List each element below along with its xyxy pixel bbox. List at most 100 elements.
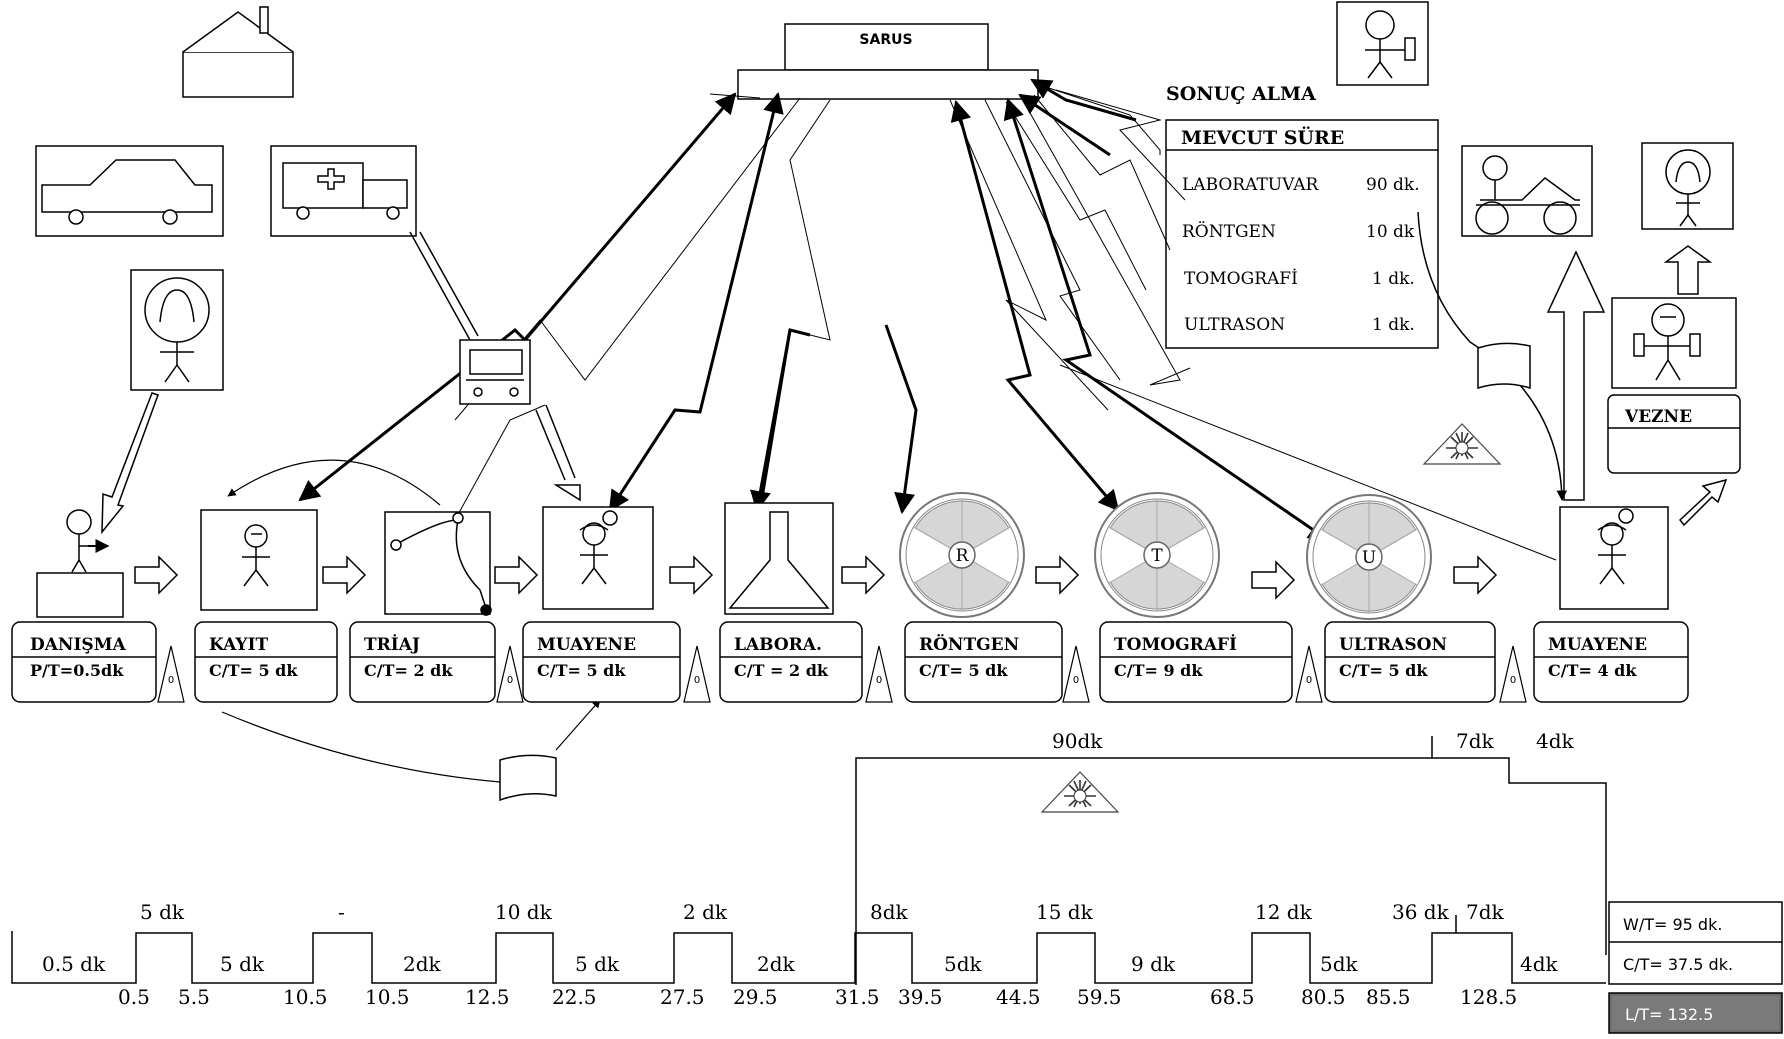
ultrasound-machine-icon: U <box>1306 494 1432 620</box>
result-title: SONUÇ ALMA <box>1166 83 1316 105</box>
result-row-name: ULTRASON <box>1184 315 1285 335</box>
final-doctor-icon <box>1559 506 1669 610</box>
timeline-high-label: 36 dk <box>1392 900 1450 924</box>
inventory-mark: 0 <box>1073 675 1079 686</box>
inventory-mark: 0 <box>694 675 700 686</box>
wheelchair-icon <box>1461 145 1593 237</box>
timeline-mark: 0.5 <box>118 985 150 1009</box>
result-row-name: TOMOGRAFİ <box>1184 268 1298 289</box>
timeline-mark: 10.5 <box>365 985 410 1009</box>
process-metric: C/T= 5 dk <box>209 661 298 680</box>
timeline-mark: 5.5 <box>178 985 210 1009</box>
process-name: TRİAJ <box>364 634 420 655</box>
kaizen-burst-icon <box>1423 423 1501 465</box>
process-name: LABORA. <box>734 635 822 655</box>
process-metric: C/T= 5 dk <box>537 661 626 680</box>
ct-machine-icon: T <box>1094 492 1220 618</box>
stretcher-icon <box>459 339 531 405</box>
waiting-time-total: W/T= 95 dk. <box>1623 915 1722 934</box>
inventory-triangle-icon: 0 <box>1499 645 1527 703</box>
upper-timeline-label: 7dk <box>1456 729 1495 753</box>
process-name: ULTRASON <box>1339 635 1447 655</box>
cashier-person-icon <box>1611 297 1737 389</box>
process-name: MUAYENE <box>1548 635 1647 655</box>
machine-letter: T <box>1151 546 1163 566</box>
patient-walkin-icon <box>130 269 224 391</box>
info-desk-icon <box>36 509 124 618</box>
discharged-patient-icon <box>1641 142 1734 230</box>
inventory-triangle-icon: 0 <box>157 645 185 703</box>
timeline-high-label: 7dk <box>1466 900 1505 924</box>
sarus-label: SARUS <box>859 32 912 48</box>
supervisor-icon <box>1336 1 1429 86</box>
push-arrow <box>841 556 885 594</box>
bottom-loop-up <box>555 699 601 751</box>
process-box: RÖNTGEN C/T= 5 dk <box>904 621 1063 703</box>
process-name: TOMOGRAFİ <box>1114 634 1237 655</box>
push-arrow <box>494 556 538 594</box>
doc-shape <box>1477 342 1531 390</box>
vezne-label: VEZNE <box>1624 407 1692 427</box>
timeline-low-label: 0.5 dk <box>42 952 106 976</box>
process-name: DANIŞMA <box>30 635 127 655</box>
push-arrow <box>322 556 366 594</box>
inventory-mark: 0 <box>1306 675 1312 686</box>
timeline-high-label: 8dk <box>870 900 909 924</box>
up-arrow <box>1663 245 1713 295</box>
timeline-high-label: 5 dk <box>140 900 185 924</box>
timeline-low-label: 5dk <box>1320 952 1359 976</box>
doc-shape <box>499 754 557 802</box>
kayit-return-curve <box>227 459 441 506</box>
push-arrow <box>1453 556 1497 594</box>
process-metric: C/T= 5 dk <box>919 661 1008 680</box>
timeline-high-label: 12 dk <box>1255 900 1313 924</box>
timeline-high-label: - <box>338 900 345 924</box>
timeline-mark: 39.5 <box>898 985 943 1009</box>
lead-time-total: L/T= 132.5 <box>1625 1005 1713 1024</box>
upper-timeline-label: 90dk <box>1052 729 1103 753</box>
process-name: RÖNTGEN <box>919 634 1019 655</box>
timeline-low-label: 4dk <box>1520 952 1559 976</box>
bottom-loop-curve <box>221 711 501 783</box>
lab-flask-icon <box>724 502 834 615</box>
timeline-high-label: 2 dk <box>683 900 728 924</box>
timeline-low-label: 5dk <box>944 952 983 976</box>
timeline-low-label: 2dk <box>757 952 796 976</box>
process-name: KAYIT <box>209 635 269 655</box>
machine-letter: U <box>1362 548 1376 568</box>
doctor-icon <box>542 506 654 610</box>
timeline-low-label: 2dk <box>403 952 442 976</box>
machine-letter: R <box>956 546 970 566</box>
timeline-low-label: 5 dk <box>575 952 620 976</box>
process-box: DANIŞMA P/T=0.5dk <box>11 621 157 703</box>
process-metric: P/T=0.5dk <box>30 661 124 680</box>
result-row-value: 90 dk. <box>1366 175 1420 195</box>
inventory-triangle-icon: 0 <box>1062 645 1090 703</box>
push-arrow <box>1251 561 1295 599</box>
push-arrow <box>669 556 713 594</box>
cycle-time-total: C/T= 37.5 dk. <box>1623 955 1733 974</box>
upper-timeline <box>855 736 1607 985</box>
inventory-triangle-icon: 0 <box>1295 645 1323 703</box>
process-metric: C/T= 5 dk <box>1339 661 1428 680</box>
timeline-mark: 31.5 <box>835 985 880 1009</box>
timeline-mark: 59.5 <box>1077 985 1122 1009</box>
inventory-triangle-icon: 0 <box>683 645 711 703</box>
process-metric: C/T= 4 dk <box>1548 661 1637 680</box>
process-box: LABORA.C/T = 2 dk <box>719 621 863 703</box>
vezne-arrow <box>1678 478 1728 527</box>
timeline-mark: 22.5 <box>552 985 597 1009</box>
timeline-mark: 27.5 <box>660 985 705 1009</box>
push-arrow <box>1035 556 1079 594</box>
result-row-value: 10 dk <box>1366 222 1415 242</box>
kaizen-burst-icon <box>1041 771 1119 813</box>
timeline-mark: 44.5 <box>996 985 1041 1009</box>
sarus-system: SARUS <box>737 23 1039 100</box>
timeline-mark: 29.5 <box>733 985 778 1009</box>
inventory-triangle-icon: 0 <box>496 645 524 703</box>
